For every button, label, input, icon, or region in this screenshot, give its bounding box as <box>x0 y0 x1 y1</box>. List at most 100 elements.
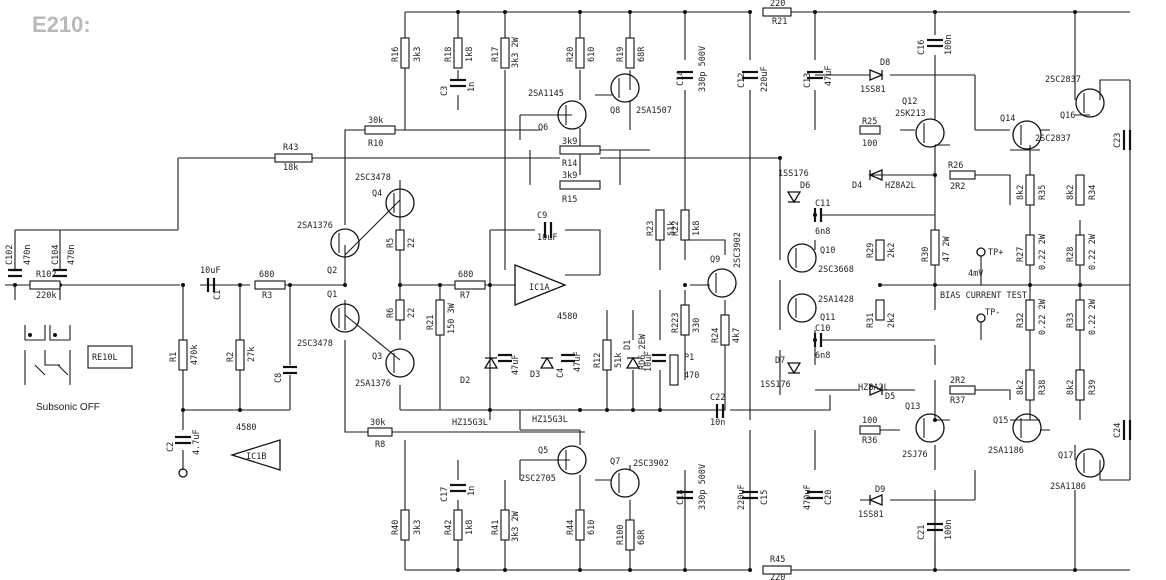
resistor-r18 <box>453 37 463 69</box>
r27-ref: R27 <box>1016 247 1026 262</box>
r41-val: 3k3 2W <box>511 510 521 542</box>
diode-d9 <box>868 494 883 506</box>
relay-block <box>24 325 133 385</box>
r30-val: 47 2W <box>942 236 952 262</box>
pot-p1 <box>669 354 679 386</box>
q13-ref: Q13 <box>905 402 920 412</box>
q11-part: 2SA1428 <box>818 295 854 305</box>
c21-val: 100n <box>944 520 954 540</box>
resistor-r37 <box>949 385 976 395</box>
transistor-q9 <box>707 268 737 298</box>
r19-val: 68R <box>637 46 647 62</box>
transistor-q11 <box>787 293 817 323</box>
c15-ref: C15 <box>760 490 770 505</box>
resistors <box>29 7 1085 575</box>
r7-ref: R7 <box>460 291 470 301</box>
r31-val: 2k2 <box>887 313 897 328</box>
relay-re10l <box>87 345 133 369</box>
r28-ref: R28 <box>1066 247 1076 262</box>
r5-val: 22 <box>407 238 417 248</box>
r223-ref: R223 <box>671 313 681 333</box>
bias-value: 4mV <box>968 269 983 279</box>
r25-ref: R25 <box>862 117 877 127</box>
transistors <box>330 73 1105 498</box>
r38-ref: R38 <box>1038 380 1048 395</box>
subsonic-caption: Subsonic OFF <box>36 402 100 413</box>
resistor-r15 <box>559 180 601 190</box>
r31-ref: R31 <box>866 313 876 328</box>
c22-val: 10n <box>710 418 725 428</box>
transistor-q13 <box>915 413 945 443</box>
c17-ref: C17 <box>440 487 450 502</box>
tp-minus-label: TP- <box>985 308 1000 318</box>
resistor-r39 <box>1075 369 1085 401</box>
c14-ref: C14 <box>676 71 686 86</box>
q14-ref: Q14 <box>1000 114 1015 124</box>
relay-label: RE10L <box>92 353 118 363</box>
r33-val: 0.22 2W <box>1088 298 1098 335</box>
r26-val: 2R2 <box>950 182 965 192</box>
diode-d5 <box>869 384 884 396</box>
diode-d7 <box>786 362 802 375</box>
resistor-r22 <box>680 209 690 241</box>
r32-val: 0.22 2W <box>1038 298 1048 335</box>
r36-ref: R36 <box>862 436 877 446</box>
resistor-r40 <box>400 509 410 541</box>
test-point-plus[interactable] <box>976 247 986 257</box>
c13-val: 47uF <box>824 66 834 86</box>
q17-part: 2SA1186 <box>1050 482 1086 492</box>
q6-part: 2SA1145 <box>528 89 564 99</box>
ground-terminal <box>178 468 188 478</box>
r26-ref: R26 <box>948 161 963 171</box>
c18-ref: C18 <box>676 490 686 505</box>
capacitors <box>8 38 1132 532</box>
c10-val: 6n8 <box>815 351 830 361</box>
resistor-r28 <box>1075 234 1085 266</box>
p1-ref: P1 <box>684 353 694 363</box>
tp-plus-label: TP+ <box>988 248 1003 258</box>
r36-val: 100 <box>862 416 877 426</box>
d2-ref: D2 <box>460 376 470 386</box>
ic1b-label: IC1B <box>246 452 266 462</box>
q8-part: 2SA1507 <box>636 106 672 116</box>
r12-val: 51k <box>614 353 624 368</box>
resistor-r17 <box>500 37 510 69</box>
d5-part: HZ8A2L <box>858 383 889 393</box>
r7-val: 680 <box>458 270 473 280</box>
resistor-r223 <box>680 304 690 336</box>
r23-val: 51k <box>667 221 677 236</box>
c15-val: 220uF <box>737 484 747 510</box>
q4-ref: Q4 <box>372 189 382 199</box>
diodes <box>483 69 884 506</box>
resistor-r38 <box>1025 369 1035 401</box>
r34-val: 8k2 <box>1066 185 1076 200</box>
q15-part: 2SA1186 <box>988 446 1024 456</box>
transistor-q2 <box>330 228 360 258</box>
c4-ref: C4 <box>556 368 566 378</box>
r14-ref: R14 <box>562 159 577 169</box>
q7-part: 2SC3902 <box>633 459 669 469</box>
d8-ref: D8 <box>880 58 890 68</box>
diode-d4 <box>868 169 883 181</box>
r37-val: 2R2 <box>950 376 965 386</box>
r27-val: 0.22 2W <box>1038 233 1048 270</box>
diode-d2 <box>483 356 499 369</box>
r16-ref: R16 <box>391 47 401 62</box>
r28-val: 0.22 2W <box>1088 233 1098 270</box>
r45-ref: R45 <box>770 555 785 565</box>
c9-ref: C9 <box>537 211 547 221</box>
resistor-r16 <box>400 37 410 69</box>
resistor-r31 <box>875 299 885 321</box>
r14-val: 3k9 <box>562 137 577 147</box>
c12-val: 220uF <box>760 66 770 92</box>
ic1a-part: 4580 <box>557 312 577 322</box>
r20-ref: R20 <box>566 47 576 62</box>
d7-ref: D7 <box>775 356 785 366</box>
d5-ref: D5 <box>885 392 895 402</box>
ic1a-label: IC1A <box>529 283 549 293</box>
c23-ref: C23 <box>1113 133 1123 148</box>
test-point-minus[interactable] <box>976 313 986 323</box>
r33-ref: R33 <box>1066 313 1076 328</box>
c9-val: 10uF <box>644 352 654 372</box>
r6-val: 22 <box>407 308 417 318</box>
